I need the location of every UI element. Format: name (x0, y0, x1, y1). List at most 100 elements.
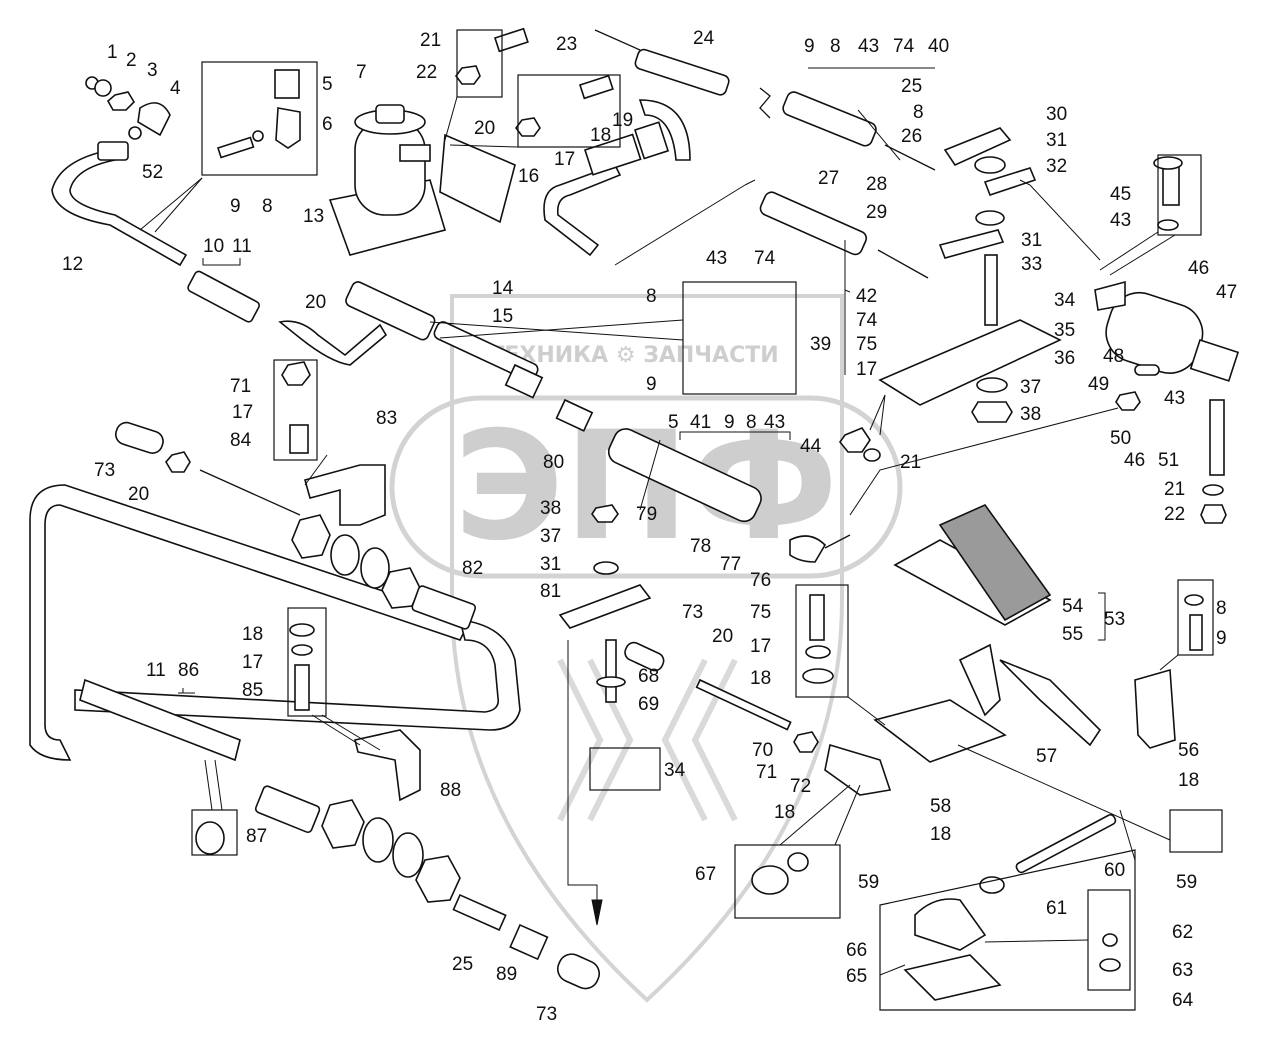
callout-71: 71 (756, 762, 777, 783)
callout-84: 84 (230, 430, 252, 451)
callout-46: 46 (1124, 450, 1145, 471)
rod-40 (759, 87, 936, 171)
callout-30: 30 (1046, 104, 1067, 125)
callout-70: 70 (752, 740, 773, 761)
callout-74: 74 (754, 248, 776, 269)
callout-12: 12 (62, 254, 83, 275)
callout-77: 77 (720, 554, 741, 575)
callout-38: 38 (1020, 404, 1041, 425)
air-line-assembly (51, 69, 388, 366)
callout-76: 76 (750, 570, 771, 591)
callout-58: 58 (930, 796, 951, 817)
callout-17: 17 (856, 359, 877, 380)
callout-10: 10 (203, 236, 224, 257)
callout-22: 22 (416, 62, 437, 83)
valve-7 (328, 104, 447, 256)
callout-17: 17 (554, 149, 575, 170)
callout-33: 33 (1021, 254, 1042, 275)
callout-21: 21 (1164, 479, 1185, 500)
callout-43: 43 (1164, 388, 1185, 409)
bracket-16 (439, 133, 516, 224)
callout-20: 20 (474, 118, 495, 139)
callout-24: 24 (693, 28, 715, 49)
callout-71: 71 (230, 376, 251, 397)
callout-45: 45 (1110, 184, 1131, 205)
callout-4: 4 (170, 78, 181, 99)
callout-39: 39 (810, 334, 831, 355)
callout-68: 68 (638, 666, 659, 687)
callout-7: 7 (356, 62, 367, 83)
callout-72: 72 (790, 776, 811, 797)
callout-79: 79 (636, 504, 657, 525)
callout-87: 87 (246, 826, 267, 847)
callout-67: 67 (695, 864, 716, 885)
callout-22: 22 (1164, 504, 1185, 525)
callout-73: 73 (94, 460, 115, 481)
callout-41: 41 (690, 412, 711, 433)
callout-8: 8 (262, 196, 273, 217)
callout-80: 80 (543, 452, 564, 473)
callout-28: 28 (866, 174, 887, 195)
callout-46: 46 (1188, 258, 1209, 279)
callout-53: 53 (1104, 609, 1125, 630)
callout-63: 63 (1172, 960, 1193, 981)
leader-lines (139, 67, 1179, 976)
callout-88: 88 (440, 780, 461, 801)
callout-36: 36 (1054, 348, 1075, 369)
callout-35: 35 (1054, 320, 1075, 341)
callout-89: 89 (496, 964, 517, 985)
callout-47: 47 (1216, 282, 1237, 303)
callout-25: 25 (452, 954, 473, 975)
callout-8: 8 (646, 286, 657, 307)
callout-8: 8 (1216, 598, 1227, 619)
callout-16: 16 (518, 166, 539, 187)
callout-31: 31 (540, 554, 561, 575)
callout-8: 8 (746, 412, 757, 433)
callout-43: 43 (764, 412, 785, 433)
callout-75: 75 (856, 334, 877, 355)
callout-78: 78 (690, 536, 711, 557)
watermark: ЭПФ ТЕХНИКА ⚙ ЗАПЧАСТИ (389, 294, 903, 1003)
callout-59: 59 (858, 872, 879, 893)
callout-29: 29 (866, 202, 887, 223)
callout-labels: 1 2 3 4 5 6 7 52 9 8 12 10 11 13 14 15 2… (62, 28, 1237, 1025)
callout-56: 56 (1178, 740, 1199, 761)
callout-23: 23 (556, 34, 577, 55)
callout-52: 52 (142, 162, 163, 183)
callout-26: 26 (901, 126, 922, 147)
callout-21: 21 (420, 30, 441, 51)
callout-17: 17 (750, 636, 771, 657)
callout-9: 9 (646, 374, 657, 395)
callout-32: 32 (1046, 156, 1067, 177)
callout-18: 18 (750, 668, 771, 689)
callout-9: 9 (230, 196, 241, 217)
callout-13: 13 (303, 206, 324, 227)
pedal-53 (873, 504, 1176, 763)
shaft-60 (903, 813, 1117, 1001)
callout-15: 15 (492, 306, 513, 327)
callout-75: 75 (750, 602, 771, 623)
callout-81: 81 (540, 581, 561, 602)
callout-73: 73 (682, 602, 703, 623)
callout-5: 5 (322, 74, 333, 95)
callout-20: 20 (712, 626, 733, 647)
callout-44: 44 (800, 436, 822, 457)
callout-69: 69 (638, 694, 659, 715)
callout-19: 19 (612, 110, 633, 131)
callout-17: 17 (242, 652, 263, 673)
callout-50: 50 (1110, 428, 1131, 449)
callout-83: 83 (376, 408, 397, 429)
callout-17: 17 (232, 402, 253, 423)
callout-8: 8 (913, 102, 924, 123)
hand-valve-19 (543, 99, 691, 257)
callout-34: 34 (1054, 290, 1076, 311)
callout-31: 31 (1046, 130, 1067, 151)
callout-21: 21 (900, 452, 921, 473)
callout-5: 5 (668, 412, 679, 433)
callout-25: 25 (901, 76, 922, 97)
callout-37: 37 (540, 526, 561, 547)
callout-14: 14 (492, 278, 514, 299)
watermark-brand: ТЕХНИКА ⚙ ЗАПЧАСТИ (489, 343, 778, 368)
callout-74: 74 (856, 310, 878, 331)
